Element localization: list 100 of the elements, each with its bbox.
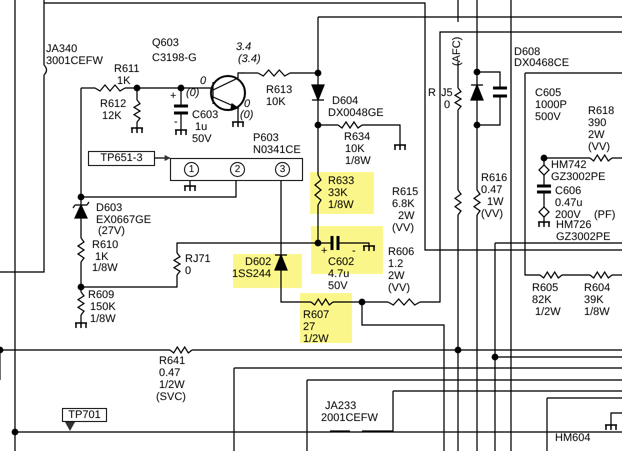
component-label: 33K: [328, 188, 348, 199]
component-label: C606: [555, 186, 582, 197]
component-label: D602: [245, 257, 272, 268]
component-label: 0: [444, 100, 450, 111]
component-label: (VV): [388, 283, 410, 294]
component-label: R609: [88, 290, 114, 301]
component-label: 200V: [555, 210, 581, 221]
component-label: 390: [588, 118, 606, 129]
component-label: 50V: [192, 134, 212, 145]
component-label: R610: [92, 240, 118, 251]
component-label: Q603: [152, 38, 179, 49]
component-label: 2W: [388, 271, 404, 282]
component-label: R: [428, 88, 436, 99]
component-label: R633: [328, 176, 354, 187]
component-label: EX0667GE: [96, 215, 152, 226]
component-label: R613: [266, 85, 292, 96]
test-point-label: TP701: [68, 410, 101, 420]
arrow: [155, 155, 171, 161]
component-label: 3001CEFW: [46, 56, 103, 67]
component-label: R612: [100, 99, 126, 110]
test-point-box: [88, 151, 155, 166]
component-label: 1/8W: [90, 314, 116, 325]
component-label: JA340: [46, 44, 78, 55]
component-label: RJ71: [185, 254, 211, 265]
component-label: R605: [532, 283, 558, 294]
component-label: N0341CE: [253, 144, 301, 156]
component-label: R611: [114, 64, 140, 75]
component-label: 0: [185, 266, 192, 277]
component-label: R606: [388, 247, 414, 258]
voltage-reading: 3.4: [236, 42, 252, 53]
component-label: 0.47u: [555, 198, 583, 209]
voltage-reading: (0): [240, 110, 254, 121]
component-label: 10K: [345, 144, 365, 155]
component-label: 500V: [535, 112, 561, 123]
pin-number: 2: [234, 164, 240, 174]
voltage-reading: 0: [244, 99, 250, 110]
component-label: 39K: [584, 295, 604, 306]
component-label: GZ3002PE: [556, 232, 610, 243]
polarity-sign: -: [174, 117, 178, 128]
polarity-sign: +: [170, 91, 176, 102]
component-label: 1/8W: [92, 263, 118, 274]
component-label: R634: [344, 132, 370, 143]
component-label: 1000P: [535, 100, 567, 111]
component-label: (27V): [98, 226, 125, 237]
component-label: R641: [159, 356, 186, 367]
component-label: 1/2W: [535, 307, 561, 318]
component-label: R607: [303, 310, 330, 321]
component-label: R616: [481, 173, 508, 184]
component-label: JA233: [325, 401, 356, 412]
component-label: 1u: [195, 122, 208, 133]
component-label: 1/8W: [345, 156, 371, 167]
voltage-reading: (0): [186, 88, 200, 99]
component-label: DX0468CE: [514, 58, 570, 69]
component-label: 150K: [90, 302, 116, 313]
component-label: DX0048GE: [328, 108, 384, 119]
component-label: C605: [535, 88, 562, 99]
component-label: 1K: [117, 76, 130, 87]
component-label: 1W: [487, 197, 504, 208]
pin-number: 3: [280, 164, 286, 174]
component-label: (PF): [594, 210, 616, 221]
component-label: GZ3002PE: [551, 172, 606, 183]
component-label: (VV): [481, 209, 503, 220]
component-label: 82K: [532, 295, 552, 306]
voltage-reading: (3.4): [238, 54, 261, 65]
component-label: J5: [441, 88, 453, 99]
component-label: 1/2W: [303, 334, 329, 345]
pin-number: 1: [188, 164, 194, 174]
component-label: 1/8W: [328, 200, 354, 211]
component-label: 6.8K: [392, 199, 415, 210]
component-label: 10K: [266, 97, 286, 108]
component-label: 2001CEFW: [321, 413, 378, 424]
component-label: 50V: [328, 281, 348, 292]
component-label: D604: [332, 96, 358, 107]
component-label: C3198-G: [152, 53, 197, 64]
component-label: D603: [96, 203, 122, 214]
component-label: 0.47: [159, 368, 180, 379]
polarity-sign: +: [321, 246, 328, 257]
component-label: 1/2W: [159, 380, 185, 391]
component-label: 27: [303, 322, 316, 333]
voltage-reading: 0: [200, 76, 206, 87]
test-point-label: TP651-3: [100, 153, 143, 164]
component-label: 1SS244: [232, 269, 272, 280]
component-label: HM604: [555, 433, 590, 444]
component-label: 1K: [95, 252, 108, 263]
component-label: C602: [328, 257, 354, 268]
component-label: 0.47: [481, 185, 502, 196]
component-label: D608: [514, 47, 540, 58]
component-label: C603: [192, 110, 218, 121]
component-label: 2W: [398, 211, 414, 222]
component-label: R604: [584, 283, 610, 294]
polarity-sign: -: [352, 246, 356, 257]
component-label: 4.7u: [328, 269, 350, 280]
component-label: (VV): [392, 223, 414, 234]
component-label: 1.2: [388, 259, 404, 270]
test-point-box: [62, 408, 107, 422]
component-label: (VV): [588, 142, 610, 153]
component-label: 12K: [102, 111, 122, 122]
component-label: P603: [253, 132, 280, 144]
component-label: 2W: [588, 130, 604, 141]
component-label: 1/8W: [584, 307, 610, 318]
